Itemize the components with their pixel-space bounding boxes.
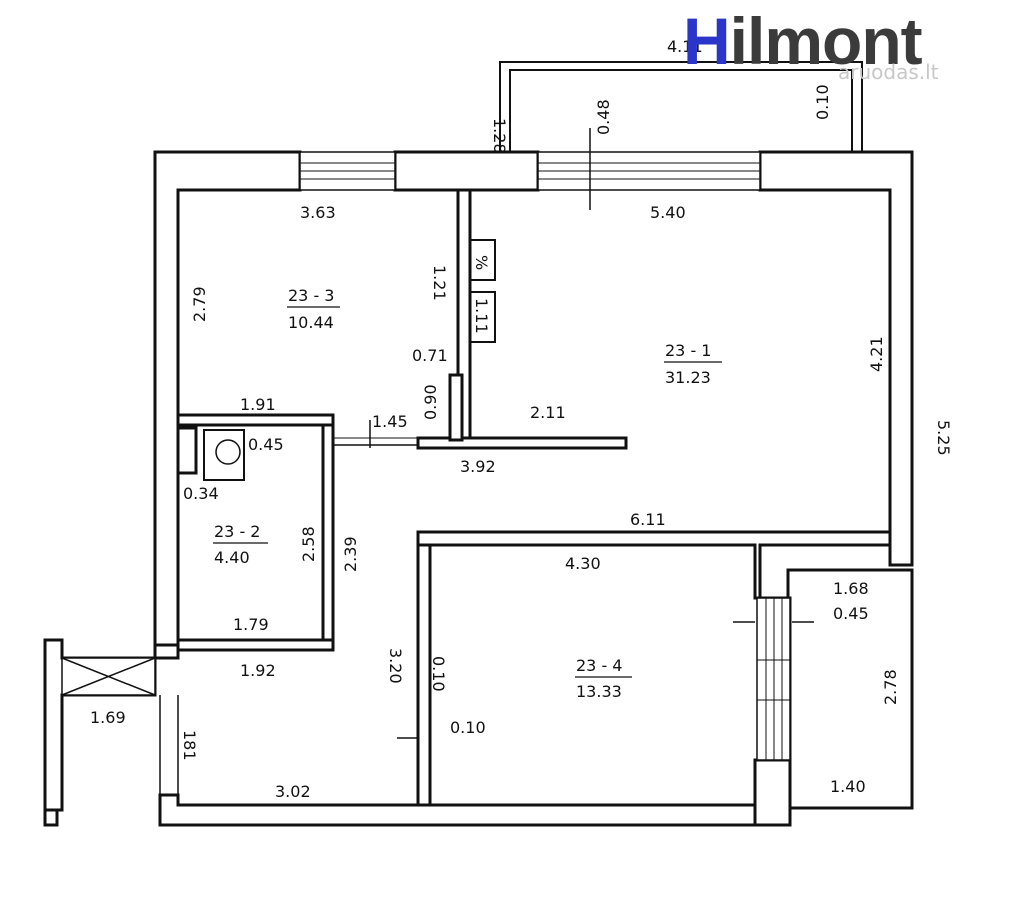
dim-room4-wall: 0.10 bbox=[429, 656, 448, 692]
dim-outer-right: 5.25 bbox=[934, 420, 953, 456]
dimension-labels: 4.11 1.28 0.10 0.48 3.63 2.79 1.21 0.71 … bbox=[90, 37, 953, 801]
svg-text:23 - 3: 23 - 3 bbox=[288, 286, 334, 305]
dim-closet-percent: % bbox=[472, 255, 491, 270]
svg-text:23 - 4: 23 - 4 bbox=[576, 656, 622, 675]
hilmont-logo: Hilmont bbox=[683, 4, 923, 78]
svg-text:13.33: 13.33 bbox=[576, 682, 622, 701]
room-23-1-label: 23 - 1 31.23 bbox=[664, 341, 722, 387]
svg-text:4.40: 4.40 bbox=[214, 548, 250, 567]
dim-door-090: 0.90 bbox=[421, 384, 440, 420]
dim-room4-width: 4.30 bbox=[565, 554, 601, 573]
dim-hall-bottom: 3.02 bbox=[275, 782, 311, 801]
dim-balcony-left: 1.28 bbox=[490, 118, 509, 154]
dim-room3-width: 3.63 bbox=[300, 203, 336, 222]
fixtures bbox=[203, 239, 496, 481]
dim-room2-height: 2.58 bbox=[299, 526, 318, 562]
dim-room3-inner: 1.21 bbox=[430, 265, 449, 301]
dim-balcony-top: 4.11 bbox=[667, 37, 703, 56]
interior-walls bbox=[176, 188, 628, 807]
svg-text:10.44: 10.44 bbox=[288, 313, 334, 332]
room-23-3-label: 23 - 3 10.44 bbox=[287, 286, 340, 332]
svg-text:23 - 2: 23 - 2 bbox=[214, 522, 260, 541]
room-23-4-label: 23 - 4 13.33 bbox=[575, 656, 632, 701]
dim-closet-small: 1.11 bbox=[472, 298, 491, 334]
dim-door-145: 1.45 bbox=[372, 412, 408, 431]
dim-hall-height: 3.20 bbox=[386, 648, 405, 684]
entrance bbox=[43, 638, 179, 827]
dim-balcony2-bottom: 1.40 bbox=[830, 777, 866, 796]
dim-hall-door: 181 bbox=[180, 730, 199, 761]
dim-entry-width: 1.69 bbox=[90, 708, 126, 727]
dim-balcony2-b: 0.45 bbox=[833, 604, 869, 623]
dim-wc-045: 0.45 bbox=[248, 435, 284, 454]
dim-balcony-depth: 0.48 bbox=[594, 99, 613, 135]
dim-room2-door: 2.39 bbox=[341, 536, 360, 572]
outer-walls bbox=[153, 150, 914, 827]
dim-balcony2-h: 2.78 bbox=[881, 669, 900, 705]
top-balcony bbox=[499, 61, 863, 152]
svg-text:23 - 1: 23 - 1 bbox=[665, 341, 711, 360]
dim-room4-wall-b: 0.10 bbox=[450, 718, 486, 737]
windows bbox=[299, 151, 791, 761]
room-23-2-label: 23 - 2 4.40 bbox=[213, 522, 268, 567]
aruodas-watermark: aruodas.lt bbox=[838, 60, 939, 84]
dim-room1-width: 5.40 bbox=[650, 203, 686, 222]
dim-hall-width: 1.92 bbox=[240, 661, 276, 680]
dim-room3-height: 2.79 bbox=[190, 286, 209, 322]
dim-balcony-right: 0.10 bbox=[813, 84, 832, 120]
dim-room1-bottom: 6.11 bbox=[630, 510, 666, 529]
dim-wc-034: 0.34 bbox=[183, 484, 219, 503]
dim-balcony2-a: 1.68 bbox=[833, 579, 869, 598]
dim-room1-inner: 2.11 bbox=[530, 403, 566, 422]
dim-room3-notch: 0.71 bbox=[412, 346, 448, 365]
dim-room1-height: 4.21 bbox=[867, 336, 886, 372]
dimension-ticks bbox=[369, 128, 814, 739]
dim-room3-bottom: 1.91 bbox=[240, 395, 276, 414]
svg-text:31.23: 31.23 bbox=[665, 368, 711, 387]
dim-wall-392: 3.92 bbox=[460, 457, 496, 476]
dim-room2-bottom: 1.79 bbox=[233, 615, 269, 634]
